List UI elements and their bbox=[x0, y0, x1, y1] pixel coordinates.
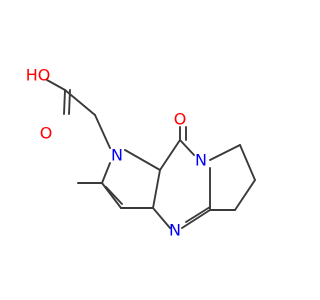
atom-ho: HO bbox=[26, 66, 51, 85]
molecule-canvas: HO O O N N N bbox=[26, 66, 256, 240]
bond-c3a-n bbox=[152, 207, 171, 229]
bond-c7a-c8 bbox=[159, 139, 181, 171]
bond-c-oacid bbox=[63, 89, 66, 115]
bond-n-c7a bbox=[124, 149, 161, 171]
bond-n-ch2 bbox=[209, 144, 241, 161]
atom-n-imine: N bbox=[169, 221, 181, 240]
atom-n-pyrrole: N bbox=[111, 146, 123, 165]
bond-ch2-ch2 bbox=[239, 144, 256, 181]
atom-o-ketone: O bbox=[174, 110, 187, 129]
bond-ch2-ch2b bbox=[234, 179, 256, 211]
bond-c-oh bbox=[46, 79, 66, 91]
atom-n-amide: N bbox=[195, 151, 207, 170]
bond-n-c4-double bbox=[185, 206, 211, 223]
bond-c2-c3 bbox=[101, 182, 122, 209]
bond-c2-c3-double bbox=[105, 186, 123, 205]
bond-layer bbox=[46, 79, 256, 229]
bond-c8-n bbox=[179, 139, 195, 156]
molecule-structure: HO O O N N N bbox=[26, 66, 256, 240]
bond-n-c2 bbox=[101, 162, 111, 184]
bond-c-ch2 bbox=[64, 89, 96, 116]
bond-ch2-n bbox=[94, 114, 111, 149]
bond-n-c4 bbox=[181, 209, 211, 229]
bond-c3a-c7a bbox=[152, 169, 161, 209]
atom-o-acid: O bbox=[40, 124, 53, 143]
